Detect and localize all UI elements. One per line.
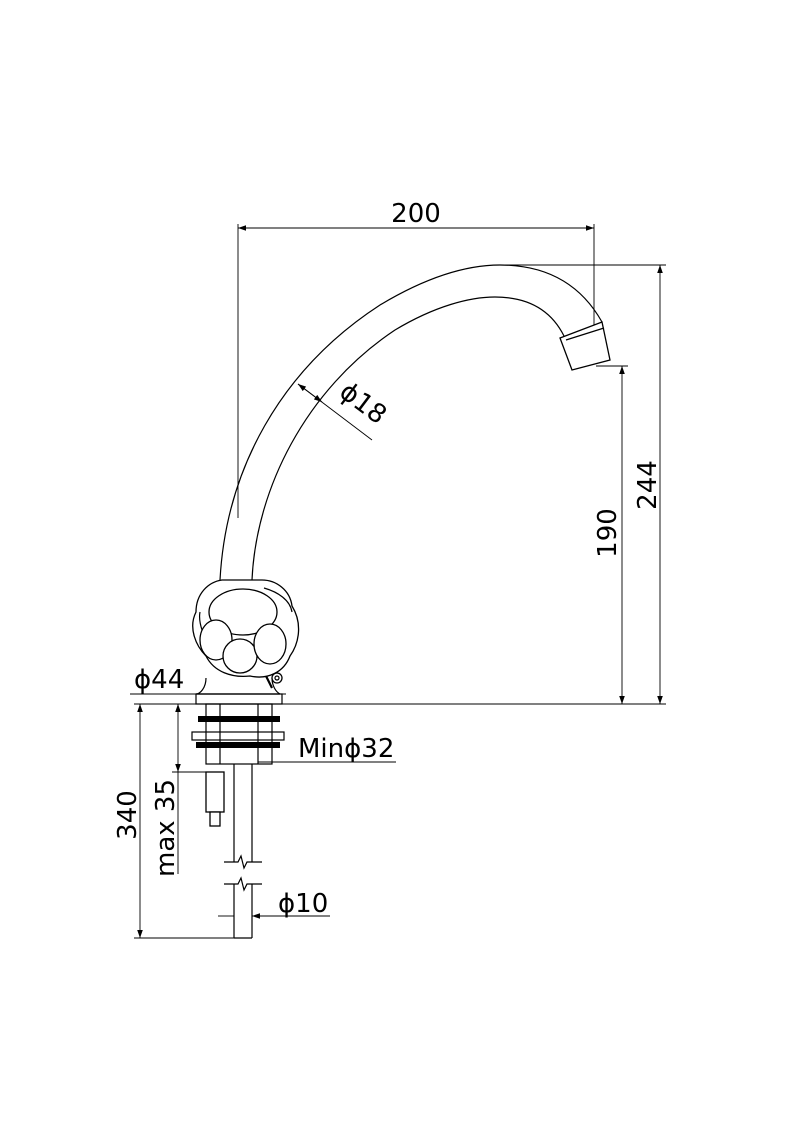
faucet-outline: [191, 264, 611, 939]
dim-200-label: 200: [391, 199, 441, 229]
aerator: [559, 321, 611, 371]
dim-44-label: ϕ44: [134, 665, 184, 695]
fixing-rod: [205, 771, 225, 813]
locking-nut-top: [198, 716, 280, 722]
spout-inner-curve: [251, 296, 565, 581]
dim-244-label: 244: [633, 460, 663, 510]
washer: [191, 731, 285, 741]
supply-hose: [224, 764, 262, 939]
dimension-lines: [130, 224, 666, 939]
locking-nut-bottom: [196, 742, 280, 748]
lever-pin: [271, 672, 283, 684]
spout-outer-curve: [219, 264, 603, 581]
dim-190-label: 190: [593, 508, 623, 558]
handle-knob: [192, 579, 300, 678]
aerator-tip: [565, 327, 605, 341]
dim-10-label: ϕ10: [278, 889, 328, 919]
dim-18-label: ϕ18: [334, 377, 392, 431]
dim-max35-label: max 35: [151, 779, 181, 877]
dim-min32-label: Minϕ32: [298, 734, 394, 764]
dim-340-label: 340: [113, 790, 143, 840]
